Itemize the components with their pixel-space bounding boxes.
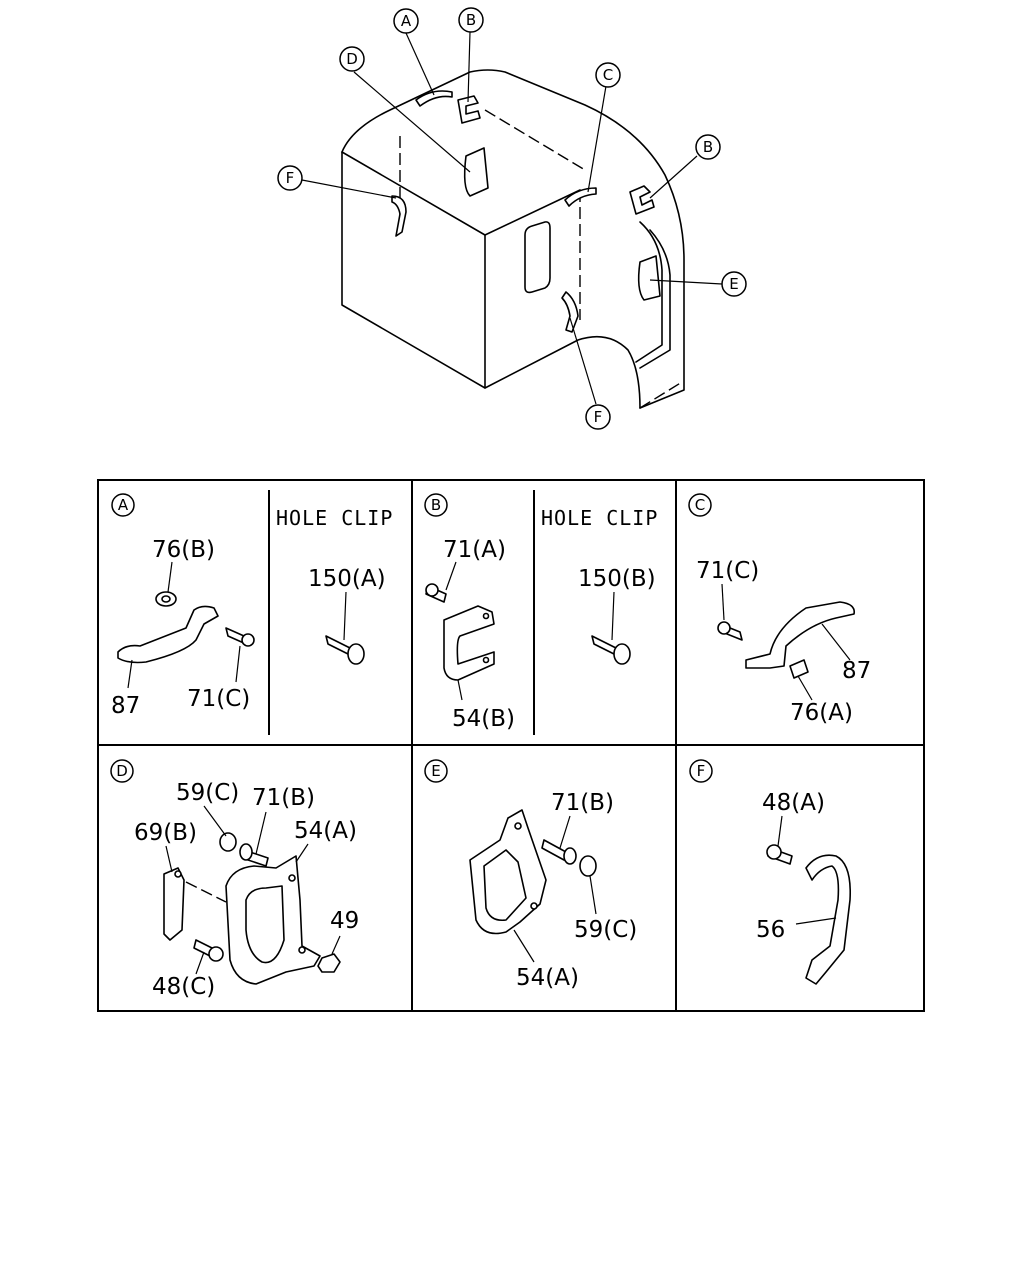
svg-text:F: F <box>594 408 603 426</box>
label-59c: 59(C) <box>176 780 239 806</box>
panel-e: E 71(B) 59(C) 54(A) <box>424 759 637 991</box>
panel-a-letter: A <box>118 496 129 514</box>
ring-59c <box>219 832 237 852</box>
cab-overview: A B B C D E F F <box>277 7 747 430</box>
label-54b: 54(B) <box>452 706 515 732</box>
assist-grip-87 <box>745 601 856 669</box>
label-87: 87 <box>111 693 140 719</box>
callout-b: B <box>458 7 484 33</box>
ov-assist-grip-c <box>564 187 597 207</box>
panel-f: F 48(A) 56 <box>689 759 852 985</box>
callout-d: D <box>339 46 365 72</box>
label-71a: 71(A) <box>443 537 506 563</box>
label-48a: 48(A) <box>762 790 825 816</box>
callout-f: F <box>277 165 303 191</box>
nut-49 <box>317 953 341 973</box>
svg-text:B: B <box>466 11 476 29</box>
ov-grip-f1 <box>391 195 407 237</box>
cap-59c <box>579 855 597 877</box>
hole-clip-label: HOLE CLIP <box>541 506 658 530</box>
panel-f-letter: F <box>697 762 706 780</box>
svg-text:E: E <box>729 275 738 293</box>
label-150b: 150(B) <box>578 566 656 592</box>
detail-grid <box>97 479 925 1012</box>
label-76b: 76(B) <box>152 537 215 563</box>
label-56: 56 <box>756 917 785 943</box>
callout-f: F <box>585 404 611 430</box>
label-48c: 48(C) <box>152 974 215 1000</box>
ov-bracket-b1 <box>457 95 481 124</box>
label-49: 49 <box>330 908 359 934</box>
ov-bracket-e <box>637 255 661 301</box>
callout-e: E <box>721 271 747 297</box>
label-71c: 71(C) <box>187 686 250 712</box>
ov-grip-f2 <box>561 291 579 333</box>
ov-bracket-b2 <box>629 185 655 215</box>
label-54a: 54(A) <box>516 965 579 991</box>
panel-a: A 76(B) 87 71(C) HOLE CLIP 150(A) <box>111 493 393 719</box>
ov-assist-grip-a <box>415 90 453 107</box>
svg-text:B: B <box>703 138 713 156</box>
panel-d: D 59(C) 71(B) 69(B) 54(A) 49 48(C) <box>110 759 359 1000</box>
svg-text:A: A <box>401 12 412 30</box>
bracket-54b <box>443 605 495 681</box>
svg-text:D: D <box>346 50 358 68</box>
panel-d-letter: D <box>116 762 128 780</box>
panel-e-letter: E <box>431 762 440 780</box>
label-54a: 54(A) <box>294 818 357 844</box>
panel-b-letter: B <box>431 496 441 514</box>
label-87: 87 <box>842 658 871 684</box>
label-76a: 76(A) <box>790 700 853 726</box>
label-71c: 71(C) <box>696 558 759 584</box>
label-71b: 71(B) <box>551 790 614 816</box>
cab-body-outline <box>341 69 685 409</box>
hole-clip-label: HOLE CLIP <box>276 506 393 530</box>
bracket-69b <box>163 867 185 941</box>
washer-76a <box>789 659 809 679</box>
callout-a: A <box>393 8 419 34</box>
ov-bracket-d <box>463 147 489 197</box>
callout-b: B <box>695 134 721 160</box>
grip-56 <box>805 854 852 985</box>
bolt-71b <box>541 839 567 861</box>
panel-b: B 71(A) 54(B) HOLE CLIP 150(B) <box>424 493 658 732</box>
assist-grip-87 <box>117 605 219 664</box>
callout-c: C <box>595 62 621 88</box>
label-59c: 59(C) <box>574 917 637 943</box>
label-150a: 150(A) <box>308 566 386 592</box>
label-71b: 71(B) <box>252 785 315 811</box>
panel-c-letter: C <box>695 496 705 514</box>
svg-text:C: C <box>603 66 613 84</box>
rear-window <box>524 221 551 294</box>
label-69b: 69(B) <box>134 820 197 846</box>
svg-text:F: F <box>286 169 295 187</box>
panel-c: C 71(C) 87 76(A) <box>688 493 871 726</box>
